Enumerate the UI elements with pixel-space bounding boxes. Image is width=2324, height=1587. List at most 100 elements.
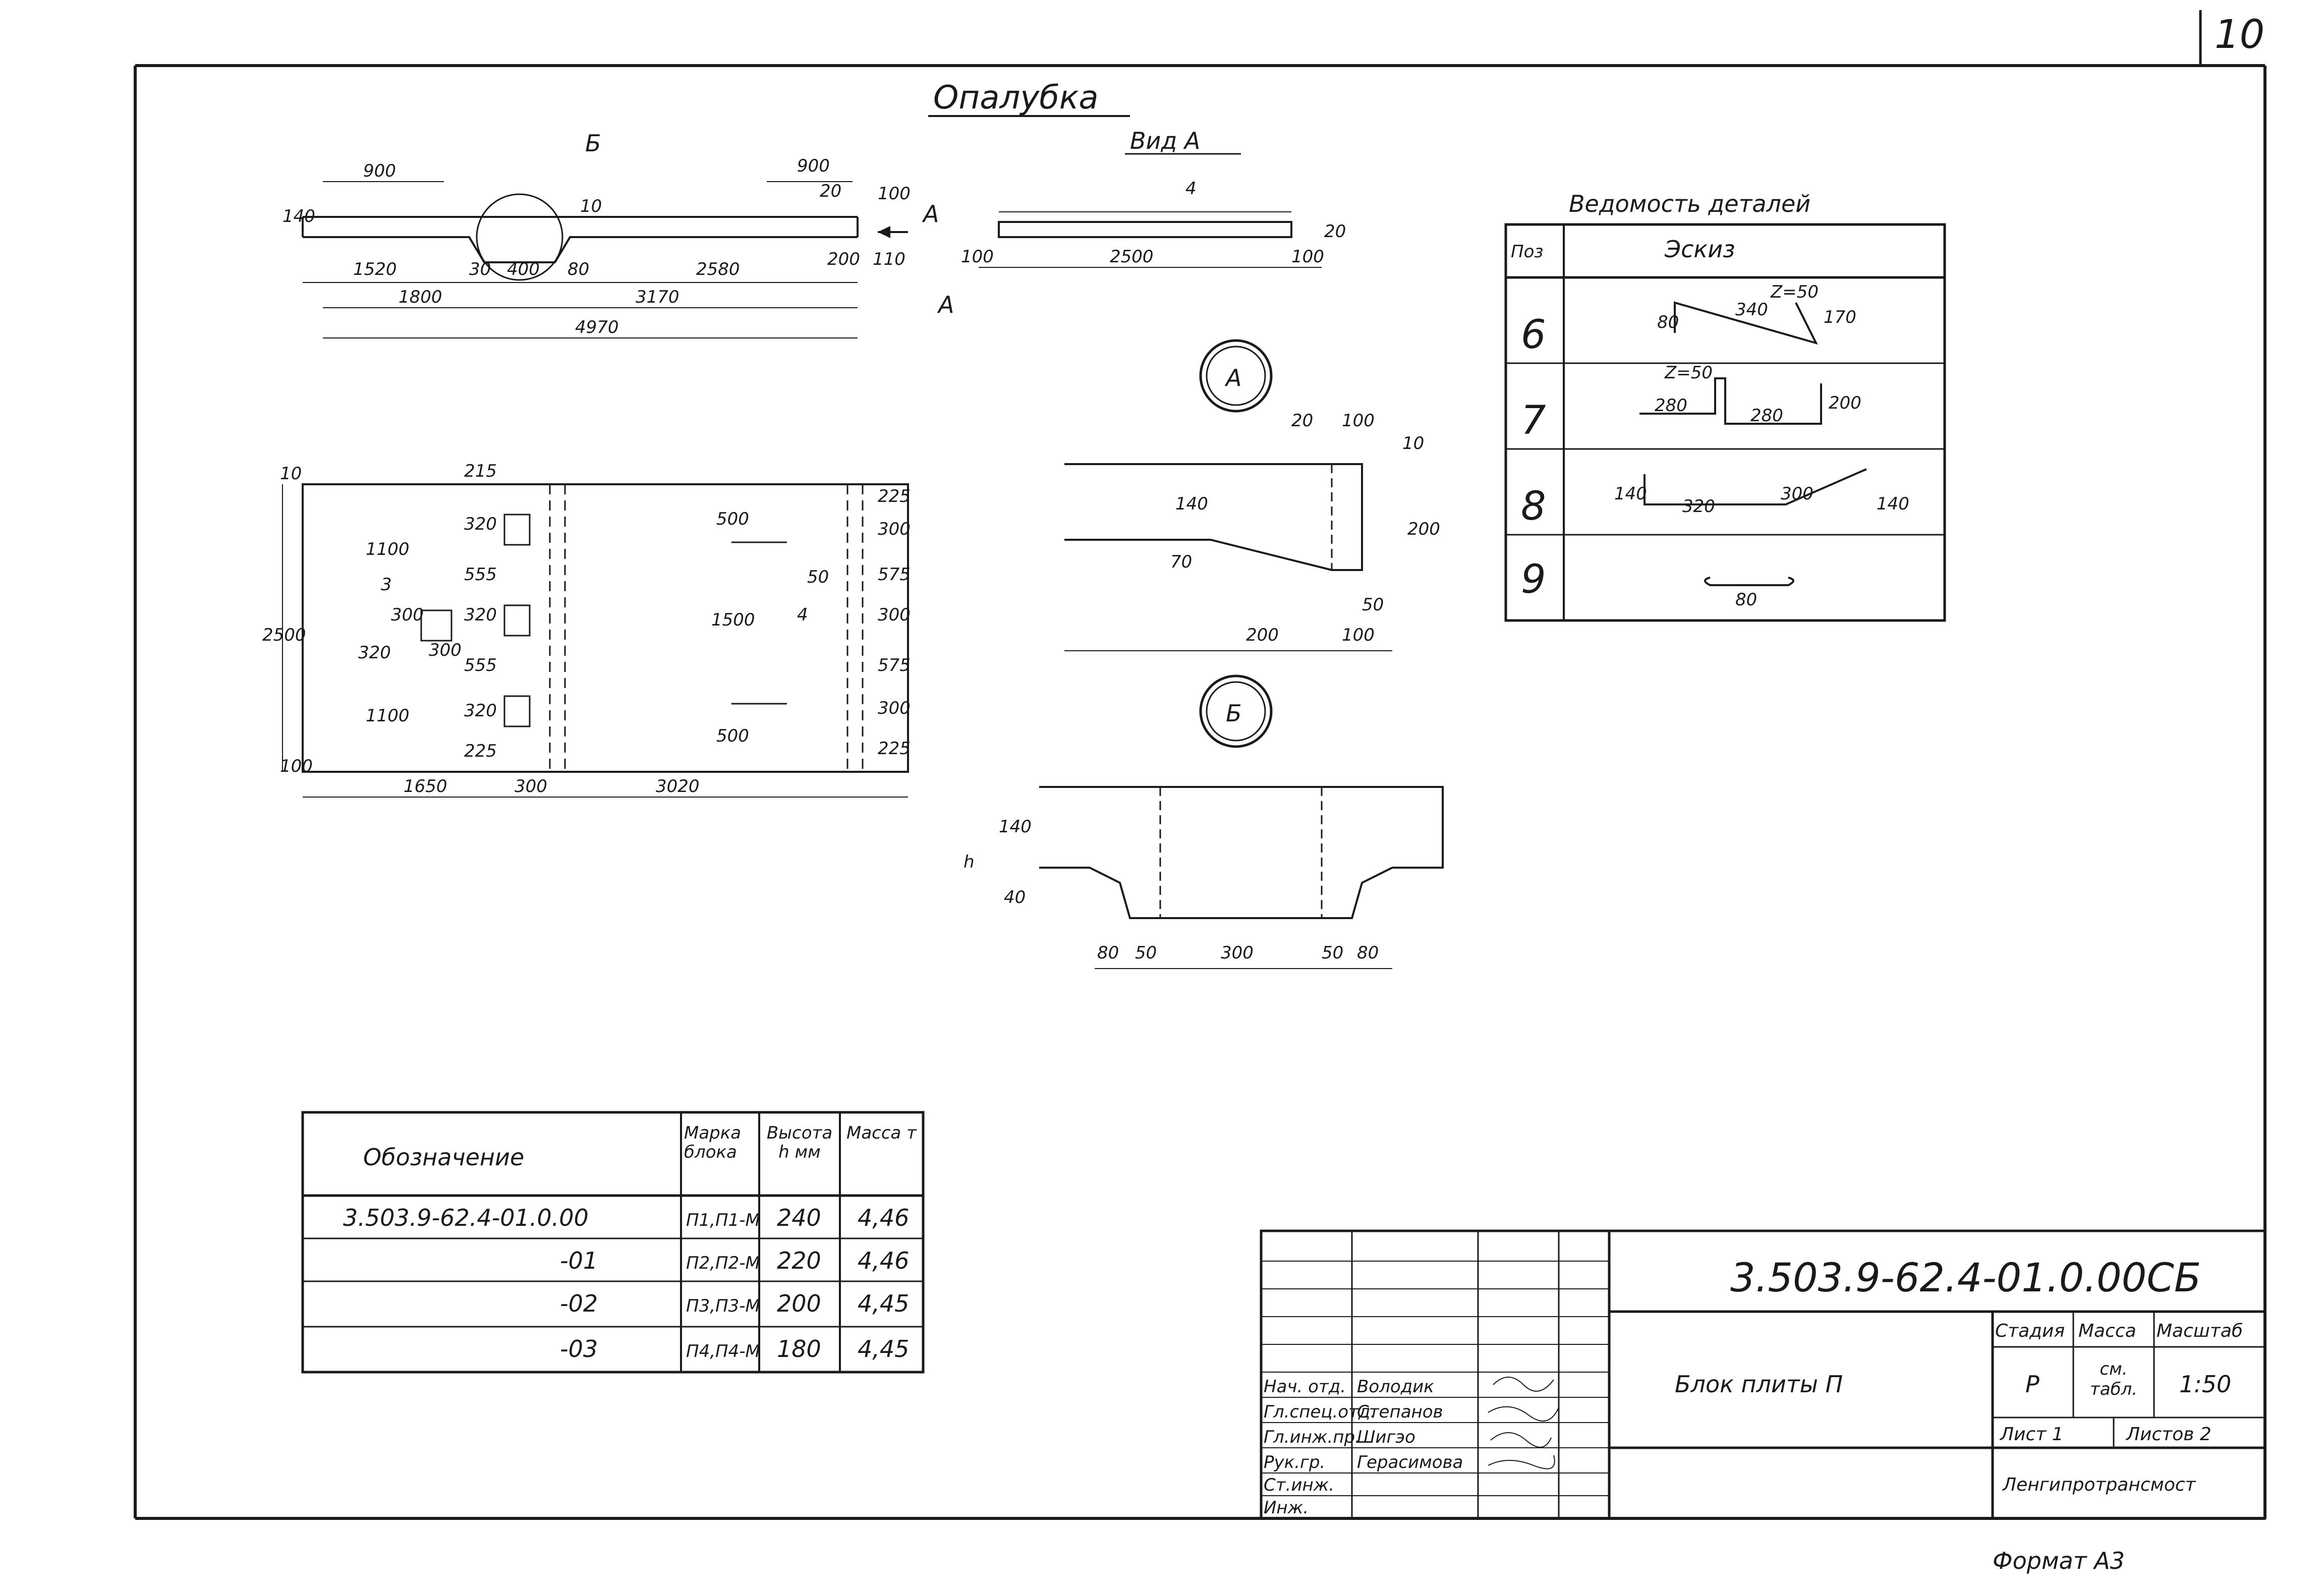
detail-b-dim: 50 <box>1135 943 1157 963</box>
part-sketch-dim: 80 <box>1735 590 1757 610</box>
part-pos: 8 <box>1521 484 1546 529</box>
view-a-dim: 100 <box>1291 247 1324 267</box>
elev-dim: 110 <box>873 249 905 269</box>
plan-dim: 10 <box>280 464 302 484</box>
drawing-name: Блок плиты П <box>1675 1371 1843 1398</box>
sheet-number: 10 <box>2215 12 2264 58</box>
part-sketch-dim: 320 <box>1682 496 1715 517</box>
detail-a-dim: 20 <box>1291 411 1313 431</box>
plan-dim: 100 <box>280 756 313 776</box>
plan-dim: 555 <box>464 655 497 675</box>
mass-label: Масса <box>2078 1321 2136 1341</box>
detail-a-dim: 50 <box>1362 595 1384 615</box>
view-a-dim: 20 <box>1324 221 1346 242</box>
view-a-title: Вид А <box>1130 127 1200 154</box>
part-sketch-dim: 280 <box>1655 395 1687 416</box>
arrow-mark-a-top: А <box>922 200 939 228</box>
detail-b-dim: 80 <box>1357 943 1379 963</box>
designation-table: Обозначение Марка блока Высота h мм Масс… <box>301 1111 925 1374</box>
detail-a-dim: 10 <box>1402 433 1424 454</box>
table-cell-mass: 4,46 <box>858 1247 909 1274</box>
part-sketch-dim: 340 <box>1735 300 1768 320</box>
detail-b-dim: 80 <box>1097 943 1119 963</box>
signature-mark <box>1493 1377 1554 1392</box>
plan-dim: 320 <box>464 514 497 534</box>
table-cell-height: 180 <box>777 1335 821 1363</box>
plan-view: 10 2500 100 1100 300 320 300 1100 1650 3… <box>262 461 911 798</box>
part-pos: 7 <box>1521 398 1546 443</box>
elev-dim: 900 <box>363 161 396 181</box>
staff-role: Рук.гр. <box>1264 1452 1325 1472</box>
part-pos: 9 <box>1521 557 1546 602</box>
plan-dim: 575 <box>878 564 911 585</box>
elev-dim: 100 <box>878 184 911 204</box>
part-sketch-dim: 300 <box>1781 484 1813 504</box>
stage-value: Р <box>2025 1371 2039 1398</box>
sheet-label: Лист 1 <box>1999 1424 2064 1445</box>
plan-dim: 300 <box>429 640 462 660</box>
table-cell-height: 200 <box>777 1290 821 1317</box>
parts-header-sketch: Эскиз <box>1664 236 1735 263</box>
table-header-mass: Масса т <box>846 1123 917 1143</box>
view-a: Вид А 4 100 2500 100 20 <box>961 127 1346 268</box>
part-sketch-dim: 280 <box>1750 406 1783 426</box>
plan-dim: 555 <box>464 564 497 585</box>
staff-role: Гл.инж.пр. <box>1264 1427 1361 1447</box>
plan-dim: 1100 <box>366 706 410 726</box>
plan-dim: 225 <box>464 741 497 761</box>
plan-dim: 300 <box>878 698 911 718</box>
detail-a-dim: 200 <box>1246 625 1279 645</box>
elev-dim: 200 <box>827 249 860 269</box>
detail-b-dim: 140 <box>999 817 1032 837</box>
plan-callout-4: 4 <box>797 605 808 625</box>
plan-dim: 320 <box>464 605 497 625</box>
plan-dim: 3020 <box>656 776 700 797</box>
arrow-mark-a-bottom: А <box>937 291 954 318</box>
table-header-mark: Марка блока <box>684 1123 742 1162</box>
table-cell-height: 220 <box>777 1247 821 1274</box>
detail-b-dim: 50 <box>1322 943 1343 963</box>
part-sketch-dim: 140 <box>1877 494 1909 514</box>
table-cell-mark: П4,П4-М <box>686 1341 760 1362</box>
detail-b-dim: h <box>963 852 975 872</box>
drawing-code: 3.503.9-62.4-01.0.00СБ <box>1730 1256 2201 1301</box>
mass-value: см. табл. <box>2089 1359 2138 1399</box>
elevation-view: 900 140 1520 30 400 80 2580 1800 3170 49… <box>282 130 954 338</box>
elev-dim: 80 <box>568 259 589 279</box>
plan-dim: 575 <box>878 655 911 675</box>
table-cell-designation: -01 <box>560 1247 598 1274</box>
elev-dim: 900 <box>797 156 830 176</box>
table-cell-designation: 3.503.9-62.4-01.0.00 <box>343 1204 589 1231</box>
elev-dim: 400 <box>507 259 540 279</box>
plan-dim: 300 <box>878 519 911 539</box>
parts-schedule-title: Ведомость деталей <box>1569 190 1810 217</box>
elev-dim: 1520 <box>353 259 397 279</box>
staff-name: Шигэо <box>1357 1427 1415 1447</box>
plan-dim: 1650 <box>404 776 447 797</box>
scale-value: 1:50 <box>2179 1371 2231 1398</box>
format-label: Формат А3 <box>1993 1547 2125 1574</box>
table-cell-designation: -02 <box>560 1290 598 1317</box>
view-a-dim: 2500 <box>1110 247 1154 267</box>
formwork-title: Опалубка <box>933 79 1099 117</box>
plan-dim: 225 <box>878 486 911 506</box>
elev-dim: 30 <box>469 259 491 279</box>
part-sketch-dim: Z=50 <box>1664 363 1713 383</box>
sheets-label: Листов 2 <box>2125 1424 2212 1445</box>
part-sketch-dim: 170 <box>1824 307 1856 327</box>
detail-b: Б h 140 40 80 50 300 50 80 <box>963 674 1444 969</box>
detail-b-dim: 40 <box>1004 887 1026 908</box>
plan-dim: 500 <box>716 509 749 529</box>
parts-schedule: Ведомость деталей Поз Эскиз 6 80 340 Z=5… <box>1504 190 1946 622</box>
elev-dim: 3170 <box>636 287 679 307</box>
detail-a-dim: 100 <box>1342 411 1375 431</box>
staff-name: Володик <box>1357 1377 1434 1397</box>
plan-dim: 300 <box>515 776 547 797</box>
signature-mark <box>1488 1406 1559 1422</box>
staff-role: Ст.инж. <box>1264 1475 1334 1495</box>
elev-dim: 140 <box>282 206 315 226</box>
table-cell-mass: 4,45 <box>858 1290 909 1317</box>
title-block: 3.503.9-62.4-01.0.00СБ Блок плиты П Стад… <box>1260 1229 2266 1520</box>
elev-dim: 4970 <box>575 317 619 337</box>
